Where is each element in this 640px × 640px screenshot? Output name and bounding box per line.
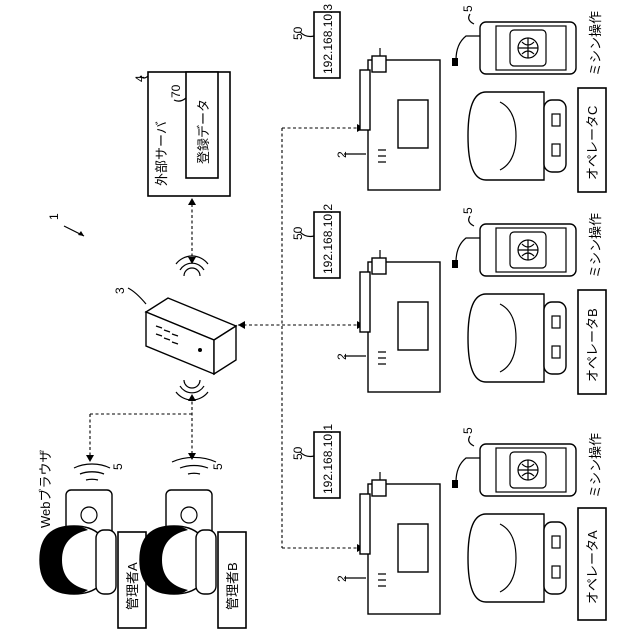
ip-ref-number-a: 50: [291, 446, 305, 460]
operator-body-b: [544, 302, 566, 374]
operator-label-b: オペレータB: [585, 308, 600, 382]
manager-a: 5 管理者A: [40, 463, 146, 628]
link-manager-a-arrow: [86, 455, 94, 462]
device-caption-c: ミシン操作: [588, 11, 603, 76]
data-ref-number: 70: [169, 84, 183, 98]
manager-a-device-ref: 5: [111, 463, 125, 470]
link-router-arrow-left: [238, 321, 245, 329]
ip-ref-number-c: 50: [291, 26, 305, 40]
operator-a: [468, 514, 566, 602]
operator-head-b: [468, 294, 544, 382]
manager-a-body: [96, 530, 116, 594]
operator-head-c: [468, 92, 544, 180]
ip-ref-number-b: 50: [291, 226, 305, 240]
machine-head-b: [360, 272, 370, 332]
machine-head-a: [360, 494, 370, 554]
machine-row-b: 192.168.10.2 50 2 5 ミシン操作: [291, 204, 606, 394]
machine-spool-a: [372, 480, 386, 496]
manager-b-label: 管理者B: [225, 562, 240, 610]
ip-address-c: 192.168.10.3: [321, 4, 335, 74]
tablet-device-a: [452, 444, 576, 496]
operator-body-c: [544, 100, 566, 172]
ip-address-b: 192.168.10.2: [321, 204, 335, 274]
machine-row-a: 192.168.10.1 50 2 5 ミシン操作: [291, 424, 606, 620]
operator-head-a: [468, 514, 544, 602]
machine-arm-b: [398, 302, 428, 350]
sewing-machine-b: [360, 250, 440, 392]
web-browser-caption: Webブラウザ: [38, 450, 53, 529]
router-led: [198, 348, 202, 352]
sewing-machine-a: [360, 472, 440, 614]
operator-label-a: オペレータA: [585, 530, 600, 604]
manager-b-device-ref: 5: [211, 463, 225, 470]
operator-b: [468, 294, 566, 382]
tablet-cable-a: [456, 458, 480, 482]
device-ref-number-a: 5: [461, 427, 475, 434]
operator-label-c: オペレータC: [585, 106, 600, 180]
tablet-cable-c: [456, 36, 480, 60]
device-ref-number-b: 5: [461, 207, 475, 214]
machine-head-c: [360, 70, 370, 130]
manager-a-label: 管理者A: [125, 562, 140, 610]
machine-spool-b: [372, 258, 386, 274]
operator-c: [468, 92, 566, 180]
router-ref-number: 3: [113, 287, 127, 294]
sewing-machine-c: [360, 48, 440, 190]
router-ref-leader: [128, 288, 146, 304]
device-ref-leader-c: [469, 14, 474, 24]
server-title: 外部サーバ: [154, 121, 169, 186]
machine-spool-c: [372, 56, 386, 72]
link-router-down-arrow: [188, 394, 196, 401]
machine-row-c: 192.168.10.3 50 2 5 ミシン操作: [291, 4, 606, 192]
manager-b-body: [196, 530, 216, 594]
device-ref-number-c: 5: [461, 5, 475, 12]
tablet-device-c: [452, 22, 576, 74]
system-ref-number: 1: [47, 213, 61, 220]
tablet-device-b: [452, 224, 576, 276]
registered-data-label: 登録データ: [196, 99, 211, 164]
manager-b: 5 管理者B: [140, 457, 246, 628]
manager-a-wifi-icon: [80, 472, 104, 474]
link-manager-b-arrow: [188, 453, 196, 460]
link-router-server-arrow-top: [188, 198, 196, 205]
machine-arm-a: [398, 524, 428, 572]
device-caption-a: ミシン操作: [588, 433, 603, 498]
tablet-plug-a: [452, 480, 458, 488]
operator-body-a: [544, 522, 566, 594]
device-caption-b: ミシン操作: [588, 213, 603, 278]
tablet-plug-b: [452, 260, 458, 268]
router: 3: [113, 256, 236, 400]
device-ref-leader-a: [469, 436, 474, 446]
machine-arm-c: [398, 100, 428, 148]
manager-b-wifi-arcs-icon: [172, 457, 216, 474]
device-ref-leader-b: [469, 216, 474, 226]
tablet-cable-b: [456, 238, 480, 262]
tablet-plug-c: [452, 58, 458, 66]
external-server: 外部サーバ 登録データ 4 70: [133, 72, 230, 196]
ip-address-a: 192.168.10.1: [321, 424, 335, 494]
